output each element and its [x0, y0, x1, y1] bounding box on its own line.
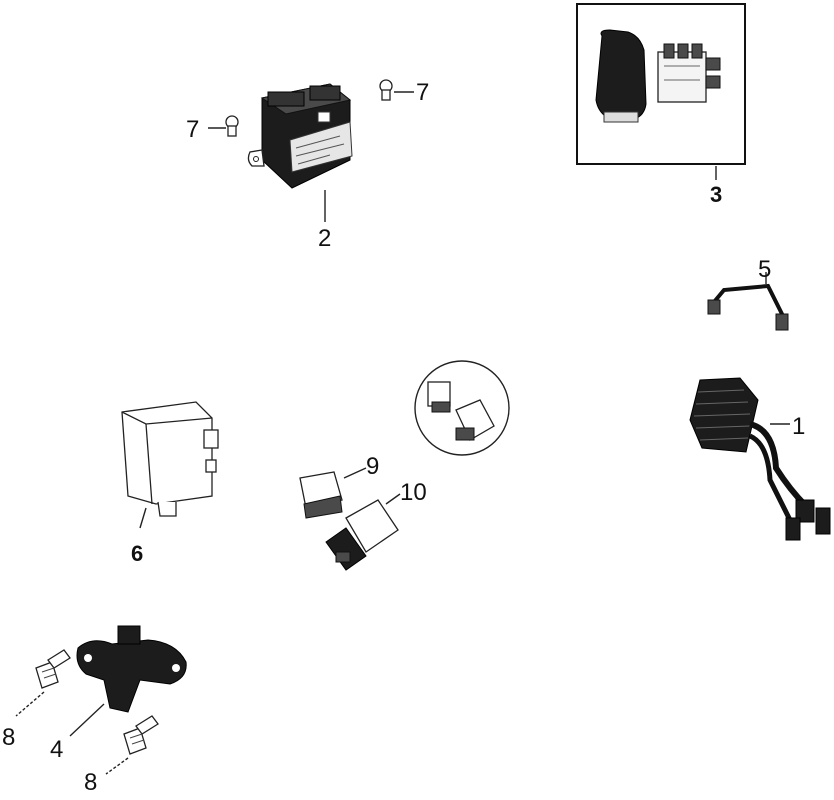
callout-8-upper: 8 [2, 724, 15, 751]
callout-7-right: 7 [416, 79, 429, 106]
part-4-sensor [76, 625, 187, 713]
leader-4 [69, 703, 105, 737]
part-1-regulator [689, 377, 831, 541]
leader-6 [139, 507, 147, 529]
part-3-connector-boot [595, 29, 647, 123]
leader-8-lower [105, 757, 129, 775]
callout-9: 9 [366, 453, 379, 480]
callout-4: 4 [50, 736, 63, 763]
callout-3: 3 [710, 182, 722, 207]
callout-6: 6 [131, 541, 143, 566]
part-3-frame [576, 3, 746, 165]
part-9-relay [299, 471, 343, 519]
leader-10 [385, 493, 401, 505]
part-2-ecu-unit [247, 83, 353, 189]
part-7-bolt-right [379, 79, 393, 101]
callout-2: 2 [318, 225, 331, 252]
part-6-relay-box [121, 401, 219, 517]
callout-7-left: 7 [186, 116, 199, 143]
part-7-bolt-left [225, 115, 239, 137]
part-5-bracket [707, 283, 789, 331]
part-3-terminal-block [657, 43, 721, 103]
callout-10: 10 [400, 479, 427, 506]
leader-9 [343, 467, 367, 479]
callout-5: 5 [758, 256, 771, 283]
callout-8-lower: 8 [84, 769, 97, 796]
callout-1: 1 [792, 413, 805, 440]
leader-8-upper [15, 691, 45, 717]
part-8-bolt-lower [123, 715, 159, 755]
part-8-bolt-upper [35, 649, 71, 689]
relay-detail-inset [414, 360, 510, 456]
part-10-relay [325, 499, 399, 571]
